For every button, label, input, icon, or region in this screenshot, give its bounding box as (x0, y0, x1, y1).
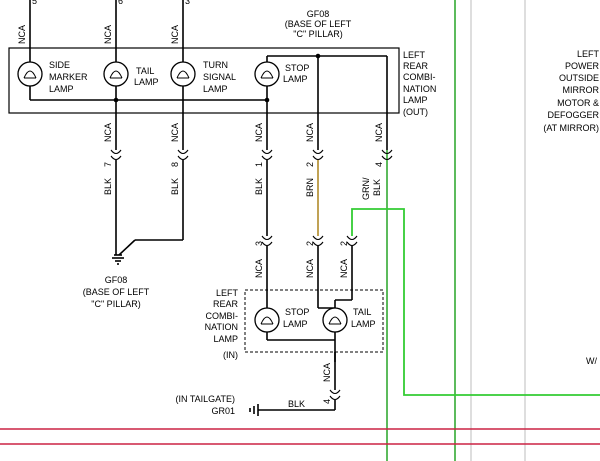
wire4-pin: 4 (374, 162, 384, 167)
turn-label-1: TURN (203, 60, 228, 70)
upper-tail-lamp (103, 61, 129, 87)
upper-stop-label-2: LAMP (283, 74, 308, 84)
top-ground-code: GF08 (307, 9, 330, 19)
svg-text:REAR: REAR (213, 299, 239, 309)
upper-output-wires (110, 113, 600, 396)
svg-text:LAMP: LAMP (213, 334, 238, 344)
lower-stop-label-1: STOP (285, 307, 309, 317)
svg-text:POWER: POWER (565, 61, 600, 71)
svg-text:OUTSIDE: OUTSIDE (559, 73, 599, 83)
wire2-pin: 2 (305, 162, 315, 167)
lower-nca-2: NCA (305, 259, 315, 278)
wire1-pin: 1 (254, 162, 264, 167)
turn-signal-lamp (170, 61, 196, 87)
top-wire-stubs: 5 6 3 NCA NCA NCA (17, 0, 190, 48)
upper-stop-label-1: STOP (285, 63, 309, 73)
upper-lamp-labels: SIDE MARKER LAMP TAIL LAMP TURN SIGNAL L… (49, 60, 309, 94)
turn-label-2: SIGNAL (203, 72, 236, 82)
side-marker-label-2: MARKER (49, 72, 88, 82)
upper-internal-wiring (29, 48, 388, 113)
top-pin-3: 3 (185, 0, 190, 6)
top-ground-line1: (BASE OF LEFT (285, 19, 352, 29)
tailgate-wire: BLK (288, 399, 305, 409)
svg-text:COMBI-: COMBI- (206, 311, 239, 321)
tailgate-ground: (IN TAILGATE) GR01 BLK (175, 394, 305, 416)
lower-tail-label-1: TAIL (353, 307, 371, 317)
wire7-nca: NCA (103, 123, 113, 142)
svg-text:NATION: NATION (403, 84, 436, 94)
side-marker-label-1: SIDE (49, 60, 70, 70)
lower-nca-3: NCA (339, 259, 349, 278)
wire4-color-1: GRN/ (361, 177, 371, 200)
svg-text:(IN): (IN) (223, 350, 238, 360)
svg-text:(OUT): (OUT) (403, 107, 428, 117)
lower-output: NCA 4 (258, 352, 341, 411)
right-block-label: LEFT POWER OUTSIDE MIRROR MOTOR & DEFOGG… (543, 49, 599, 133)
lower-ground-code: GF08 (105, 275, 128, 285)
top-nca-3: NCA (170, 25, 180, 44)
wire8-color: BLK (170, 178, 180, 195)
edge-label: W/ (586, 356, 597, 366)
svg-text:LEFT: LEFT (216, 288, 239, 298)
upper-wire-labels: NCA 7 BLK NCA 8 BLK NCA 1 BLK NCA 2 BRN … (103, 123, 384, 200)
lower-stop-lamp (254, 307, 280, 333)
svg-text:LAMP: LAMP (403, 95, 428, 105)
tail-label-1: TAIL (136, 66, 154, 76)
side-marker-label-3: LAMP (49, 84, 74, 94)
svg-text:(AT MIRROR): (AT MIRROR) (543, 123, 599, 133)
wire1-color: BLK (254, 178, 264, 195)
top-nca-1: NCA (17, 25, 27, 44)
wire2-nca: NCA (305, 123, 315, 142)
turn-label-3: LAMP (203, 84, 228, 94)
lower-out-pin: 4 (322, 399, 332, 404)
top-ground-label: GF08 (BASE OF LEFT "C" PILLAR) (285, 9, 352, 39)
svg-text:LEFT: LEFT (403, 50, 426, 60)
lower-pin-2a: 2 (305, 241, 315, 246)
svg-text:DEFOGGER: DEFOGGER (547, 110, 599, 120)
side-marker-lamp (17, 61, 43, 87)
lower-nca-1: NCA (254, 259, 264, 278)
top-ground-line2: "C" PILLAR) (293, 29, 342, 39)
lower-ground: GF08 (BASE OF LEFT "C" PILLAR) (83, 254, 150, 309)
top-pin-5: 5 (32, 0, 37, 6)
tail-label-2: LAMP (134, 77, 159, 87)
lower-ground-line1: (BASE OF LEFT (83, 287, 150, 297)
svg-text:LEFT: LEFT (577, 49, 600, 59)
wire4-nca: NCA (374, 123, 384, 142)
lower-connectors: 3 NCA 2 NCA 2 NCA (254, 235, 358, 290)
lower-tail-label-2: LAMP (351, 319, 376, 329)
tailgate-location: (IN TAILGATE) (175, 394, 235, 404)
lower-out-nca: NCA (322, 363, 332, 382)
svg-text:MIRROR: MIRROR (563, 85, 600, 95)
lower-lamp-labels: STOP LAMP TAIL LAMP (283, 307, 376, 329)
svg-text:MOTOR &: MOTOR & (557, 98, 599, 108)
svg-text:NATION: NATION (205, 322, 238, 332)
top-pin-6: 6 (118, 0, 123, 6)
wire7-pin: 7 (103, 162, 113, 167)
upper-combination-lamp-box (8, 47, 400, 114)
svg-text:COMBI-: COMBI- (403, 72, 436, 82)
wire8-nca: NCA (170, 123, 180, 142)
wire7-color: BLK (103, 178, 113, 195)
wire2-color: BRN (305, 178, 315, 197)
lower-pin-3: 3 (254, 241, 264, 246)
tailgate-code: GR01 (211, 406, 235, 416)
wire1-nca: NCA (254, 123, 264, 142)
top-nca-2: NCA (103, 25, 113, 44)
svg-text:REAR: REAR (403, 61, 429, 71)
lower-pin-2b: 2 (339, 241, 349, 246)
lower-assembly-label: LEFT REAR COMBI- NATION LAMP (IN) (205, 288, 239, 360)
lower-tail-lamp (322, 307, 348, 333)
lower-ground-line2: "C" PILLAR) (91, 299, 140, 309)
wire8-pin: 8 (170, 162, 180, 167)
upper-assembly-label: LEFT REAR COMBI- NATION LAMP (OUT) (403, 50, 436, 117)
lower-stop-label-2: LAMP (283, 319, 308, 329)
upper-stop-lamp (254, 61, 280, 87)
wire4-color-2: BLK (372, 179, 382, 196)
